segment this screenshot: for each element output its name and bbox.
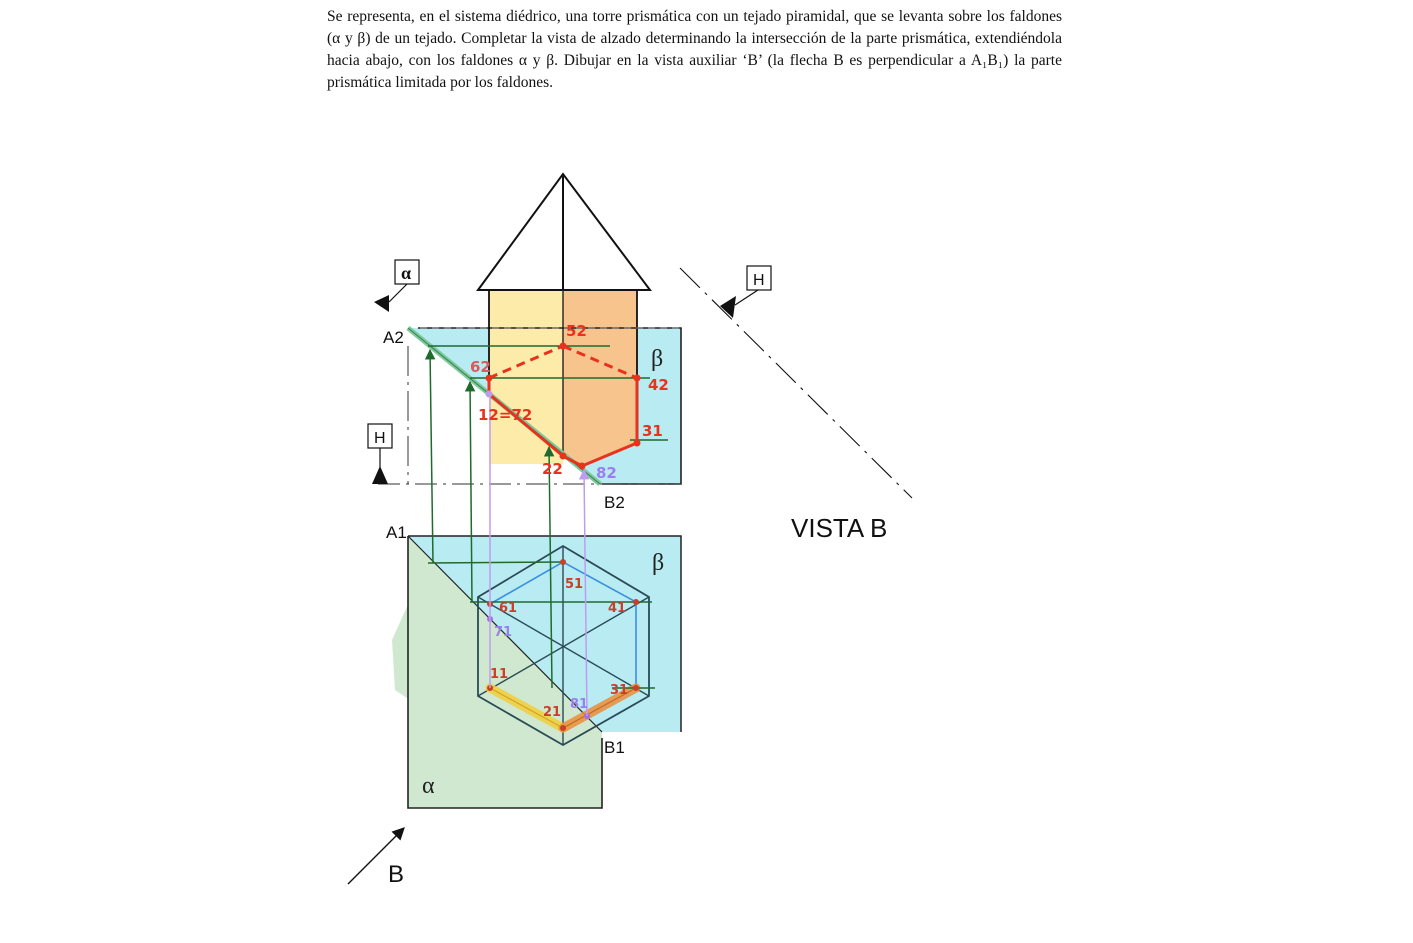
label-2-2: 22 <box>542 460 563 478</box>
vista-b-reference-line <box>679 267 913 499</box>
tower-left-face <box>489 290 563 464</box>
tower-right-face <box>563 290 637 464</box>
plan-edge-1-2-core <box>489 687 564 729</box>
label-5-1: 51 <box>565 577 583 592</box>
b2-label: B2 <box>604 493 625 512</box>
elevation-vertices <box>485 342 641 470</box>
label-6-1: 61 <box>499 601 517 616</box>
b1-label: B1 <box>604 738 625 757</box>
alpha-tag <box>374 259 420 312</box>
vista-b-title: VISTA B <box>791 513 887 543</box>
alpha-tag-label: α <box>401 263 411 283</box>
label-8-1: 81 <box>570 697 588 712</box>
alpha-label-plan: α <box>422 773 435 799</box>
h-tag-left <box>367 423 393 484</box>
violet-projectors <box>489 398 590 717</box>
label-4-2: 42 <box>648 376 669 394</box>
label-7-1: 71 <box>494 625 512 640</box>
h-tag-left-label: H <box>374 430 386 447</box>
beta-plan-outline <box>408 535 682 732</box>
a1-label: A1 <box>386 523 407 542</box>
problem-statement: Se representa, en el sistema diédrico, u… <box>327 8 1062 91</box>
alpha-plan-outline <box>407 536 603 809</box>
beta-plane-plan <box>408 536 681 732</box>
label-3-1: 31 <box>610 683 628 698</box>
label-1-7-2: 12=72 <box>478 406 532 424</box>
label-4-1: 41 <box>608 601 626 616</box>
plan-view <box>392 535 682 809</box>
label-2-1: 21 <box>543 705 561 720</box>
label-8-2: 82 <box>596 464 617 482</box>
beta-label-elevation: β <box>651 346 663 372</box>
label-5-2: 52 <box>566 322 587 340</box>
view-arrow-b <box>347 827 405 885</box>
h-tag-right-label: H <box>753 272 765 289</box>
h-tag-right <box>720 265 772 318</box>
alpha-plane-blob <box>392 600 410 700</box>
elevation-view <box>378 172 682 486</box>
beta-label-plan: β <box>652 550 664 576</box>
a2-label: A2 <box>383 328 404 347</box>
label-3-2: 31 <box>642 422 663 440</box>
hexagon-diagonals <box>477 546 650 745</box>
label-1-1: 11 <box>490 667 508 682</box>
green-projectors <box>424 348 555 689</box>
ridge-a1-b1 <box>407 535 603 733</box>
plan-edge-2-3-core <box>562 687 637 729</box>
label-6-2: 62 <box>470 358 491 376</box>
arrow-b-label: B <box>388 861 404 888</box>
visible-intersection-plan <box>489 561 637 688</box>
